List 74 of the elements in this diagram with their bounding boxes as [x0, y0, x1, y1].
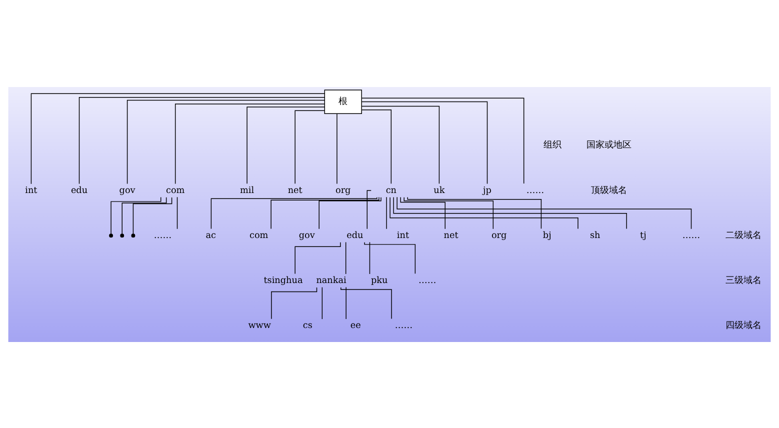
node-point: [109, 233, 113, 238]
connector: [361, 97, 524, 184]
connector: [393, 196, 627, 229]
node-text: ……: [154, 230, 172, 240]
connector: [78, 96, 325, 184]
connector: [318, 196, 382, 229]
connector: [294, 242, 341, 274]
node-text: cs: [302, 320, 312, 331]
connector: [270, 196, 380, 229]
connector: [361, 109, 392, 184]
connector: [322, 286, 323, 319]
node-text: int: [25, 185, 38, 196]
connector: [30, 92, 325, 184]
node-box: 根: [324, 89, 362, 114]
connector: [126, 99, 325, 184]
node-text: int: [396, 230, 410, 240]
node-text: tsinghua: [264, 275, 303, 286]
label: 组织: [543, 140, 562, 150]
node-text: edu: [346, 230, 364, 240]
connector: [386, 196, 387, 229]
connector: [396, 196, 692, 229]
node-text: ……: [682, 230, 700, 240]
connector: [132, 196, 172, 234]
connector: [210, 196, 378, 229]
node-text: uk: [434, 185, 445, 196]
connector: [340, 286, 392, 319]
node-text: edu: [70, 185, 88, 196]
node-text: cn: [386, 185, 396, 196]
label: 国家或地区: [586, 140, 632, 150]
connector: [271, 286, 318, 319]
node-text: gov: [298, 230, 315, 240]
connector: [294, 110, 325, 184]
node-text: www: [248, 320, 271, 331]
connector: [390, 196, 578, 229]
node-text: ……: [394, 320, 413, 331]
node-text: com: [250, 230, 268, 240]
label: 三级域名: [726, 275, 762, 286]
node-text: gov: [119, 185, 136, 196]
connector: [345, 241, 346, 274]
node-text: tj: [640, 230, 646, 240]
node-text: ……: [526, 185, 544, 196]
node-text: sh: [590, 230, 600, 240]
connector: [369, 241, 370, 274]
node-text: ee: [350, 320, 361, 331]
connector: [246, 106, 325, 184]
node-text: net: [288, 185, 302, 196]
node-text: bj: [542, 230, 552, 240]
node-text: jp: [483, 185, 492, 196]
connector: [176, 196, 178, 229]
connector: [174, 103, 325, 184]
connector: [366, 190, 372, 229]
connector: [407, 196, 542, 228]
connector: [400, 196, 446, 229]
node-point: [131, 233, 136, 238]
node-point: [120, 233, 124, 238]
node-text: nankai: [316, 275, 346, 286]
node-text: mil: [240, 185, 254, 196]
label: 二级域名: [726, 230, 762, 240]
node-text: org: [491, 230, 507, 240]
node-text: pku: [370, 275, 388, 286]
connector: [404, 196, 494, 229]
connector: [361, 105, 440, 184]
connector: [122, 196, 167, 234]
label: 顶级域名: [591, 185, 628, 196]
label: 四级域名: [726, 320, 762, 331]
connector: [110, 196, 162, 234]
node-text: net: [444, 230, 458, 240]
node-text: org: [335, 185, 351, 196]
node-text: com: [166, 185, 185, 196]
connector: [336, 112, 338, 184]
connector: [364, 242, 416, 274]
node-text: ac: [206, 230, 216, 240]
connector: [361, 100, 488, 184]
node-text: ……: [418, 275, 436, 286]
